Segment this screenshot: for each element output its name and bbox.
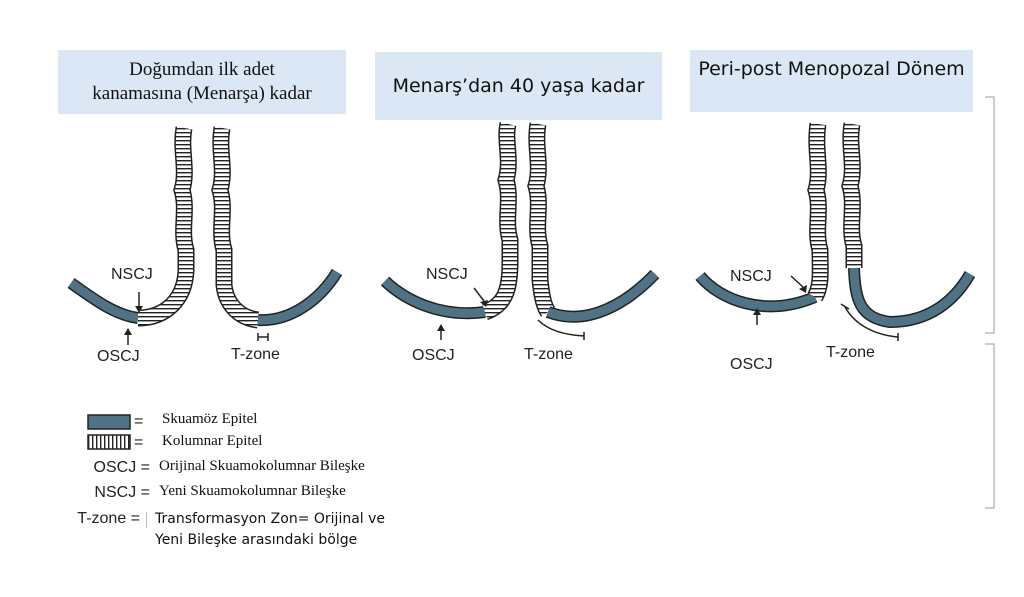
- panel-3-nscj-label: NSCJ: [730, 268, 772, 285]
- legend-oscj-key: OSCJ =: [93, 459, 150, 476]
- panel-1-nscj-label: NSCJ: [111, 266, 153, 283]
- legend-squamous-text: Skuamöz Epitel: [162, 411, 258, 427]
- panel-1-cervix: [67, 126, 343, 345]
- legend-nscj-text: Yeni Skuamokolumnar Bileşke: [159, 483, 346, 499]
- legend-columnar-swatch: [87, 434, 131, 450]
- legend-oscj-text: Orijinal Skuamokolumnar Bileşke: [159, 458, 365, 474]
- panel-1-tzone-label: T-zone: [231, 346, 280, 363]
- legend-tzone-text-2: Yeni Bileşke arasındaki bölge: [155, 532, 358, 548]
- panel-1-title-line2: kanamasına (Menarşa) kadar: [92, 83, 312, 104]
- panel-1-title-line1: Doğumdan ilk adet: [129, 59, 275, 80]
- legend-eq-columnar: =: [134, 434, 144, 451]
- panel-2-oscj-label: OSCJ: [412, 347, 455, 364]
- panel-2-cervix: [380, 121, 660, 340]
- legend-tzone-divider: [146, 512, 147, 528]
- panel-2-tzone-label: T-zone: [524, 346, 573, 363]
- legend-squamous-swatch: [87, 414, 131, 430]
- panel-1-oscj-label: OSCJ: [97, 348, 140, 365]
- panel-3-oscj-label: OSCJ: [730, 356, 773, 373]
- legend-nscj-key: NSCJ =: [94, 484, 150, 501]
- legend-tzone-key: T-zone =: [77, 510, 140, 527]
- panel-3-tzone-label: T-zone: [826, 344, 875, 361]
- legend-columnar-text: Kolumnar Epitel: [162, 433, 263, 449]
- side-bracket: [985, 96, 995, 509]
- panel-3-title: Peri-post Menopozal Dönem: [690, 50, 973, 112]
- legend-eq-squamous: =: [134, 413, 144, 430]
- panel-3-cervix: [695, 122, 976, 341]
- panel-2-title: Menarş’dan 40 yaşa kadar: [375, 52, 662, 120]
- panel-1-title: Doğumdan ilk adet kanamasına (Menarşa) ka…: [58, 50, 346, 114]
- legend-tzone-text-1: Transformasyon Zon= Orijinal ve: [155, 511, 386, 527]
- panel-2-nscj-label: NSCJ: [426, 266, 468, 283]
